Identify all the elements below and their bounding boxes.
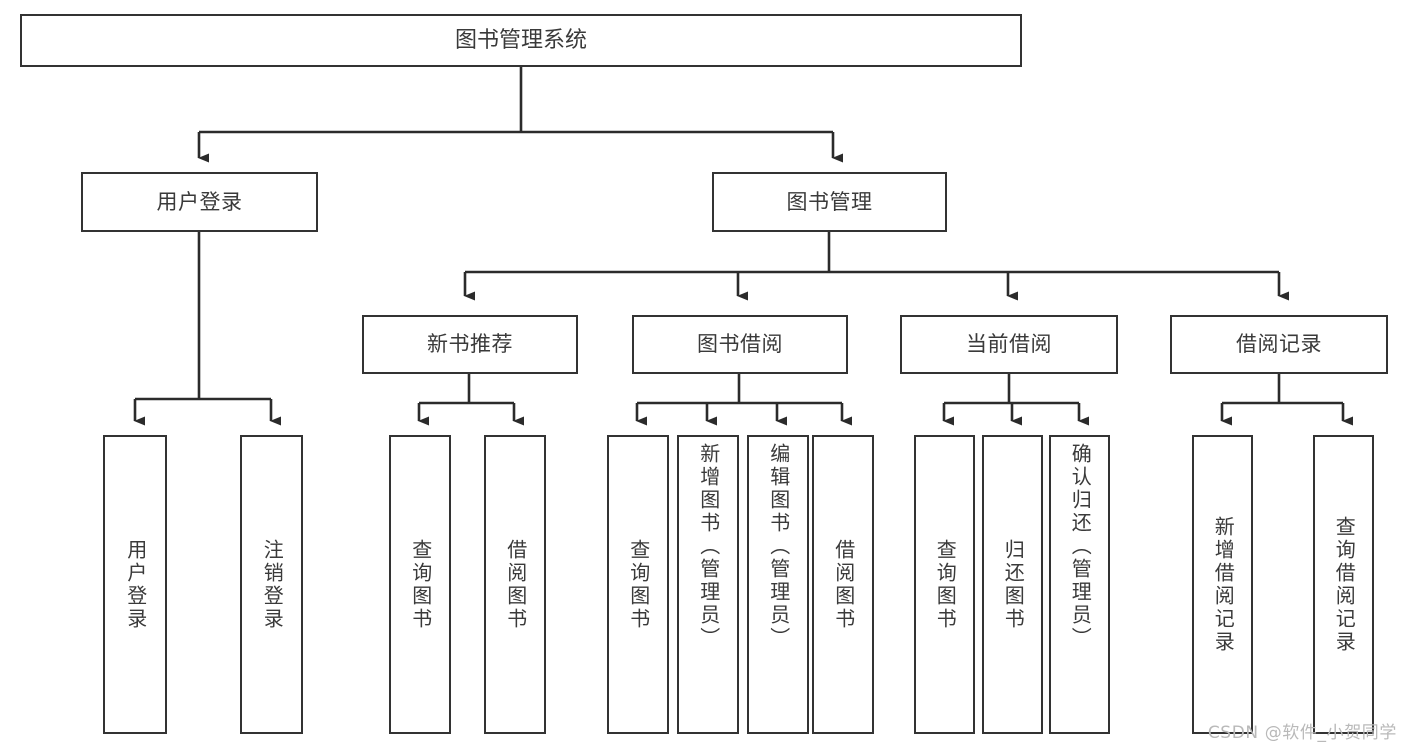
leaf-logout-login-label: 注销登录 [260, 538, 285, 631]
leaf-query-record-label: 查询借阅记录 [1332, 515, 1357, 654]
leaf-query-book-1[interactable]: 查询图书 [389, 435, 451, 734]
node-current-borrow-label: 当前借阅 [966, 332, 1052, 357]
leaf-edit-book[interactable]: 编辑图书（管理员） [747, 435, 809, 734]
node-book-borrow[interactable]: 图书借阅 [632, 315, 848, 374]
node-user-login[interactable]: 用户登录 [81, 172, 318, 232]
node-new-book-recommend[interactable]: 新书推荐 [362, 315, 578, 374]
leaf-add-book-label: 新增图书（管理员） [696, 443, 721, 650]
node-root[interactable]: 图书管理系统 [20, 14, 1022, 67]
leaf-query-book-3-label: 查询图书 [933, 538, 958, 631]
leaf-logout-login[interactable]: 注销登录 [240, 435, 303, 734]
leaf-edit-book-label: 编辑图书（管理员） [766, 443, 791, 650]
leaf-query-record[interactable]: 查询借阅记录 [1313, 435, 1374, 734]
leaf-return-book[interactable]: 归还图书 [982, 435, 1043, 734]
watermark: CSDN @软件_小贺同学 [1207, 723, 1397, 743]
leaf-user-login-label: 用户登录 [123, 538, 148, 631]
node-borrow-record-label: 借阅记录 [1236, 332, 1322, 357]
node-book-borrow-label: 图书借阅 [697, 332, 783, 357]
node-current-borrow[interactable]: 当前借阅 [900, 315, 1118, 374]
leaf-query-book-1-label: 查询图书 [408, 538, 433, 631]
leaf-confirm-return-label: 确认归还（管理员） [1068, 443, 1093, 650]
leaf-add-record[interactable]: 新增借阅记录 [1192, 435, 1253, 734]
node-borrow-record[interactable]: 借阅记录 [1170, 315, 1388, 374]
leaf-borrow-book-1[interactable]: 借阅图书 [484, 435, 546, 734]
leaf-add-book[interactable]: 新增图书（管理员） [677, 435, 739, 734]
leaf-query-book-2[interactable]: 查询图书 [607, 435, 669, 734]
node-book-management-label: 图书管理 [786, 189, 873, 214]
leaf-query-book-2-label: 查询图书 [626, 538, 651, 631]
leaf-return-book-label: 归还图书 [1001, 538, 1026, 631]
leaf-borrow-book-1-label: 借阅图书 [503, 538, 528, 631]
node-root-label: 图书管理系统 [454, 27, 587, 53]
leaf-user-login[interactable]: 用户登录 [103, 435, 167, 734]
node-new-book-recommend-label: 新书推荐 [427, 332, 513, 357]
leaf-borrow-book-2[interactable]: 借阅图书 [812, 435, 874, 734]
leaf-confirm-return[interactable]: 确认归还（管理员） [1049, 435, 1110, 734]
node-book-management[interactable]: 图书管理 [712, 172, 947, 232]
leaf-query-book-3[interactable]: 查询图书 [914, 435, 975, 734]
leaf-add-record-label: 新增借阅记录 [1211, 515, 1236, 654]
node-user-login-label: 用户登录 [156, 189, 243, 214]
leaf-borrow-book-2-label: 借阅图书 [831, 538, 856, 631]
